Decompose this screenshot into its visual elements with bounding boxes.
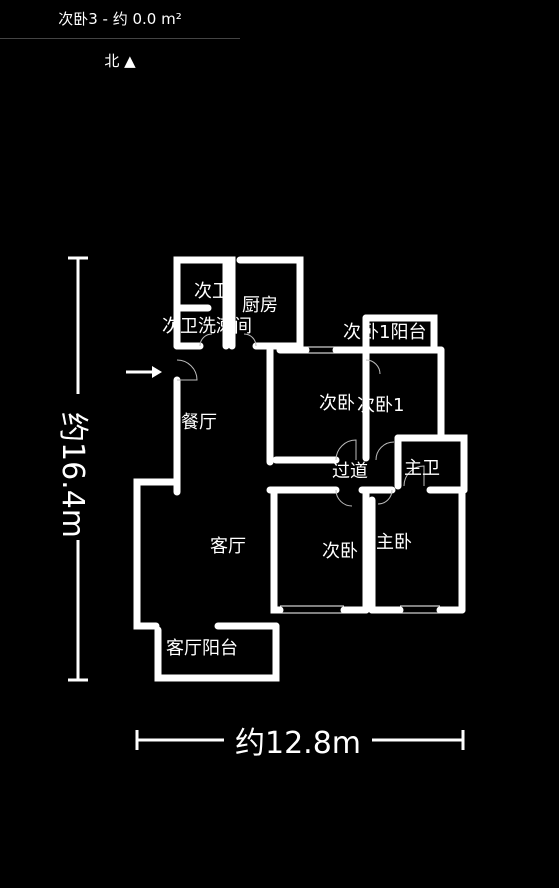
- windows: [166, 256, 440, 682]
- room-living-balcony: 客厅阳台: [166, 638, 238, 659]
- header-divider: [0, 38, 240, 39]
- room-living: 客厅: [210, 536, 246, 557]
- dimension-height-label: 约16.4m: [55, 412, 90, 539]
- room-ciwo-upper: 次卧: [319, 393, 355, 414]
- door-arcs: [176, 333, 425, 507]
- compass-north: 北 ▲: [104, 52, 136, 70]
- room-ciwo-lower: 次卧: [322, 541, 358, 562]
- dimension-horizontal: [135, 730, 465, 750]
- room-ciwei-washroom: 次卫洗漱间: [162, 316, 252, 337]
- room-dining: 餐厅: [181, 412, 217, 433]
- room-kitchen: 厨房: [242, 295, 278, 316]
- room-ciwei: 次卫: [194, 281, 230, 302]
- dimension-vertical: [68, 256, 88, 682]
- room-ciwo1: 次卧1: [357, 395, 404, 416]
- room-ciwo1-balcony: 次卧1阳台: [343, 322, 426, 343]
- room-corridor: 过道: [332, 461, 368, 482]
- plan-title: 次卧3 - 约 0.0 m²: [58, 10, 182, 28]
- room-master-bath: 主卫: [404, 458, 440, 479]
- walls: [133, 256, 468, 682]
- room-master-bedroom: 主卧: [376, 532, 412, 553]
- dimension-width-label: 约12.8m: [234, 726, 362, 761]
- entrance-arrow-icon: [126, 366, 162, 378]
